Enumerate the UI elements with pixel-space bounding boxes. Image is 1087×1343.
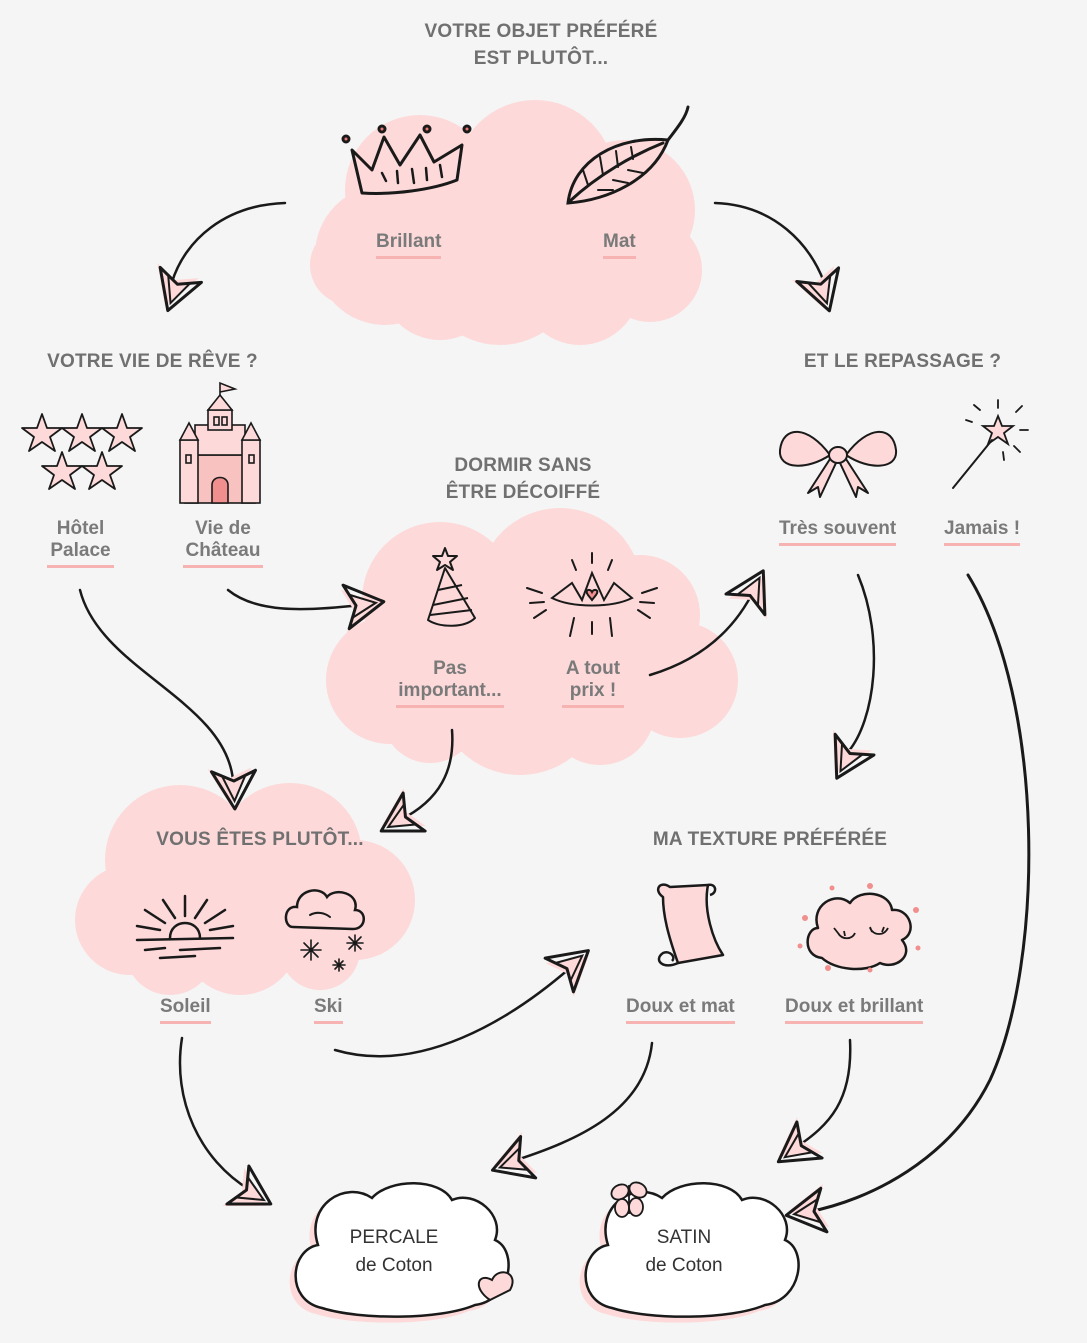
stars-icon [21, 413, 143, 490]
result-title: PERCALE [349, 1227, 439, 1248]
bow-icon [778, 430, 898, 498]
question-ironing: ET LE REPASSAGE ? [803, 351, 1002, 372]
magic-wand-icon [952, 399, 1029, 489]
question-line: DORMIR SANS [454, 455, 592, 476]
result-cloud-percale [289, 1182, 514, 1323]
option-line: prix ! [569, 680, 617, 701]
question-favorite-object: VOTRE OBJET PRÉFÉRÉ EST PLUTÔT... [371, 18, 711, 72]
result-satin[interactable]: SATIN de Coton [604, 1224, 764, 1280]
castle-icon [178, 381, 262, 504]
option-doux-et-mat[interactable]: Doux et mat [626, 996, 735, 1024]
result-subtitle: de Coton [645, 1255, 723, 1276]
result-subtitle: de Coton [355, 1255, 433, 1276]
sleeping-cloud-icon [797, 883, 921, 973]
question-line: EST PLUTÔT... [473, 48, 609, 69]
option-line: Vie de [195, 518, 251, 539]
option-a-tout-prix[interactable]: A tout prix ! [562, 658, 624, 708]
sunset-icon [135, 894, 235, 960]
heart-icon [478, 1271, 514, 1302]
option-line: Château [185, 540, 261, 561]
option-soleil[interactable]: Soleil [160, 996, 211, 1024]
question-dream-life: VOTRE VIE DE RÊVE ? [47, 351, 258, 372]
option-doux-et-brillant[interactable]: Doux et brillant [785, 996, 924, 1024]
option-hotel-palace[interactable]: Hôtel Palace [47, 518, 114, 568]
cloud-middle [326, 508, 738, 775]
option-line: important... [398, 680, 502, 701]
option-line: Hôtel [56, 518, 105, 539]
option-line: Palace [50, 540, 111, 561]
option-line: Pas [433, 658, 467, 679]
option-jamais[interactable]: Jamais ! [944, 518, 1021, 546]
snow-cloud-icon [284, 889, 365, 972]
option-vie-de-chateau[interactable]: Vie de Château [183, 518, 263, 568]
butterfly-icon [610, 1181, 648, 1218]
question-line: VOTRE OBJET PRÉFÉRÉ [424, 21, 658, 42]
option-ski[interactable]: Ski [314, 996, 343, 1024]
option-tres-souvent[interactable]: Très souvent [779, 518, 897, 546]
party-hat-icon [427, 547, 476, 627]
result-cloud-satin [579, 1181, 800, 1323]
tiara-icon [526, 552, 658, 637]
option-brillant[interactable]: Brillant [376, 231, 442, 259]
question-texture: MA TEXTURE PRÉFÉRÉE [652, 829, 888, 850]
question-you-are: VOUS ÊTES PLUTÔT... [156, 829, 364, 850]
scroll-icon [656, 883, 725, 967]
leaf-icon [566, 105, 690, 205]
question-line: ÊTRE DÉCOIFFÉ [445, 482, 601, 503]
crown-icon [341, 124, 472, 195]
option-pas-important[interactable]: Pas important... [396, 658, 504, 708]
result-title: SATIN [656, 1227, 712, 1248]
cloud-top [310, 100, 702, 345]
result-percale[interactable]: PERCALE de Coton [314, 1224, 474, 1280]
cloud-left [75, 783, 415, 995]
connector-lines [78, 201, 1031, 1214]
option-line: A tout [565, 658, 621, 679]
question-sleep-hair: DORMIR SANS ÊTRE DÉCOIFFÉ [393, 452, 653, 506]
option-mat[interactable]: Mat [603, 231, 636, 259]
